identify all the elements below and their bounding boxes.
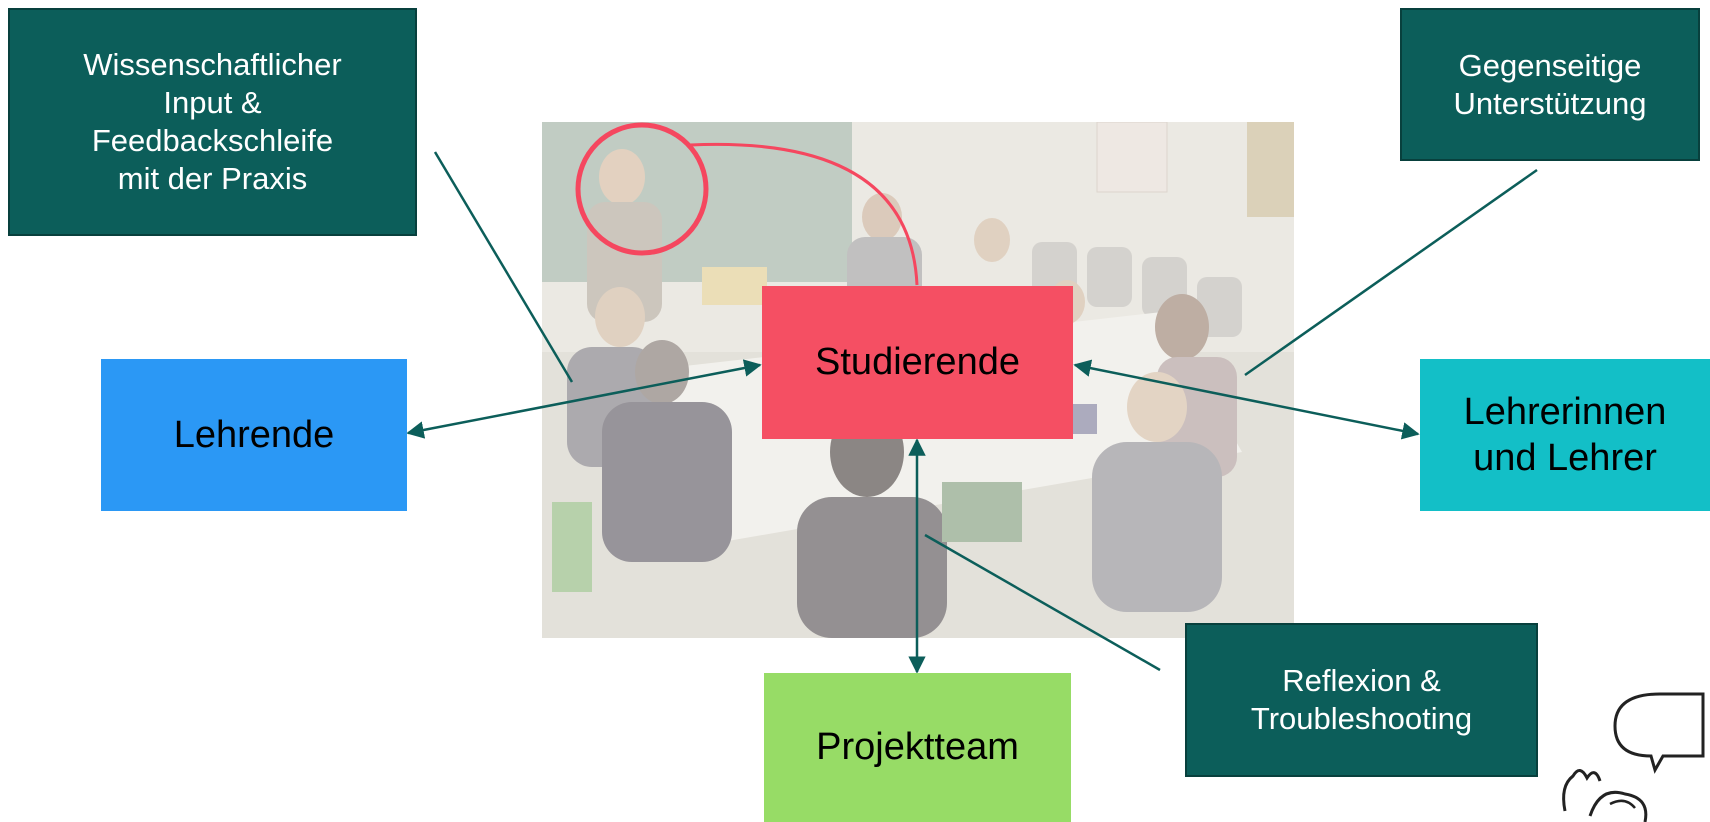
node-wissenschaft-label: Wissenschaftlicher Input & Feedbackschle… — [83, 47, 342, 196]
node-lehrerinnen: Lehrerinnen und Lehrer — [1420, 359, 1710, 511]
cartoon-speech-bubble-icon — [1562, 692, 1705, 822]
node-projektteam: Projektteam — [764, 673, 1071, 822]
pointer-line-reflexion — [924, 533, 1161, 672]
node-gegenseitig-label: Gegenseitige Unterstützung — [1453, 47, 1647, 121]
node-studierende-label: Studierende — [815, 341, 1020, 383]
highlight-circle — [575, 122, 709, 256]
node-reflexion-label: Reflexion & Troubleshooting — [1250, 663, 1473, 736]
highlight-connector — [689, 142, 919, 286]
node-lehrerinnen-label: Lehrerinnen und Lehrer — [1463, 390, 1667, 479]
arrow-studierende-lehrende — [406, 359, 762, 439]
node-wissenschaft: Wissenschaftlicher Input & Feedbackschle… — [8, 8, 417, 236]
node-projektteam-label: Projektteam — [816, 726, 1019, 768]
pointer-line-gegenseitig — [1244, 168, 1538, 377]
node-lehrende: Lehrende — [101, 359, 407, 511]
pointer-line-wissenschaft — [433, 151, 574, 383]
arrow-studierende-lehrerinnen — [1073, 359, 1420, 440]
node-gegenseitig: Gegenseitige Unterstützung — [1400, 8, 1700, 161]
node-reflexion: Reflexion & Troubleshooting — [1185, 623, 1538, 777]
node-studierende: Studierende — [762, 286, 1073, 439]
node-lehrende-label: Lehrende — [173, 413, 335, 456]
